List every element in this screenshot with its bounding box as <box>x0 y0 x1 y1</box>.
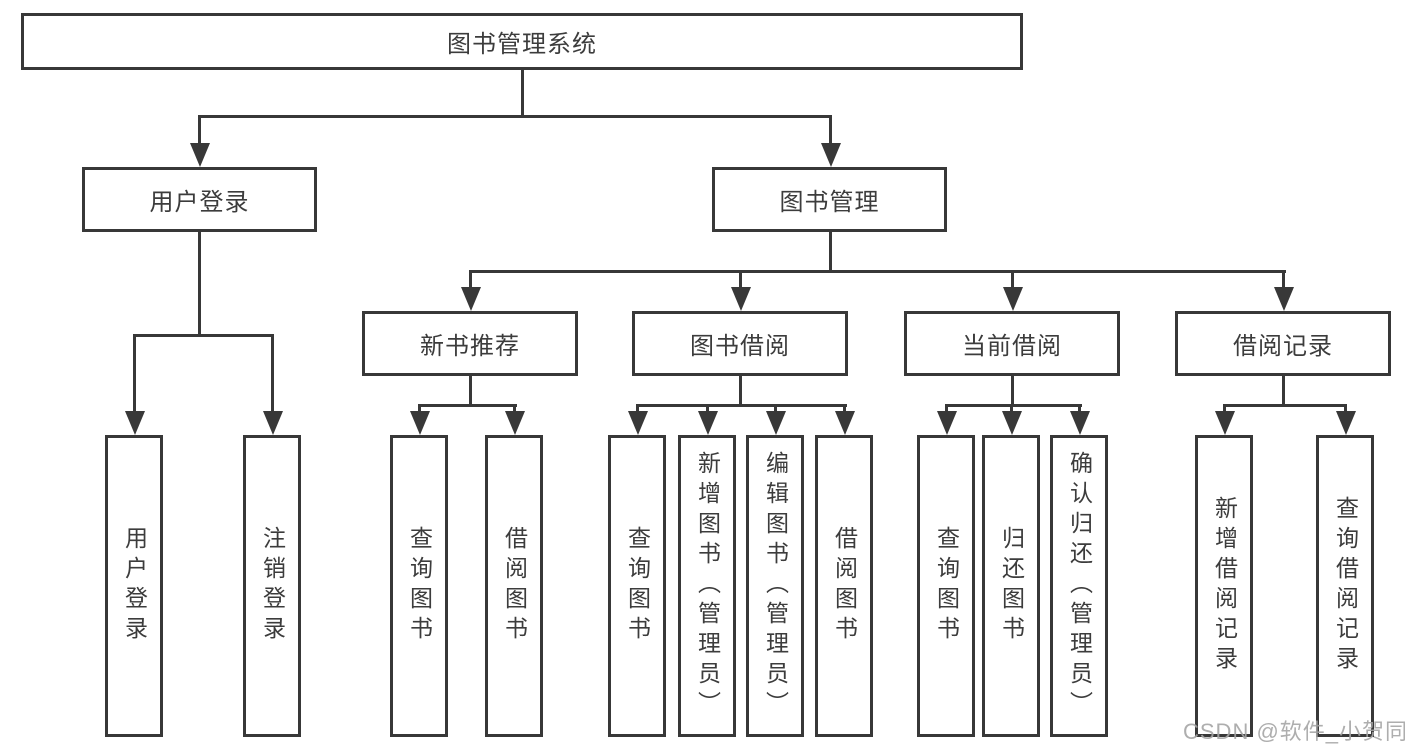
connector-level2-drop <box>739 270 742 290</box>
node-label: 图书借阅 <box>690 333 790 360</box>
node-borrowing-records: 借阅记录 <box>1175 311 1391 376</box>
arrowhead-level2 <box>1274 287 1294 311</box>
node-label: 借阅记录 <box>1233 333 1333 360</box>
connector-leaf-drop <box>1344 404 1347 415</box>
leaf-borrow-books-1: 借阅图书 <box>485 435 543 737</box>
leaf-edit-book-admin: 编辑图书（管理员） <box>746 435 804 737</box>
leaf-borrow-books-2: 借阅图书 <box>815 435 873 737</box>
arrowhead-leaf <box>1336 411 1356 435</box>
node-label: 图书管理系统 <box>447 31 597 58</box>
arrowhead-leaf <box>505 411 525 435</box>
arrowhead-leaf <box>1002 411 1022 435</box>
connector-leaf-drop <box>636 404 639 415</box>
leaf-label: 新增借阅记录 <box>1211 496 1238 676</box>
connector-book-mgmt-stem <box>829 232 832 273</box>
connector-root-rail <box>198 115 832 118</box>
connector-level2-drop <box>1282 270 1285 290</box>
node-label: 用户登录 <box>149 189 250 216</box>
node-label: 图书管理 <box>779 189 880 216</box>
leaf-label: 借阅图书 <box>831 526 858 646</box>
leaf-confirm-return-admin: 确认归还（管理员） <box>1050 435 1108 737</box>
leaf-label: 编辑图书（管理员） <box>762 451 789 721</box>
connector-borrowing-rail <box>636 404 847 407</box>
connector-leaf-drop <box>706 404 709 415</box>
node-user-login: 用户登录 <box>82 167 317 232</box>
leaf-label: 归还图书 <box>998 526 1025 646</box>
connector-leaf-drop <box>418 404 421 415</box>
leaf-return-book: 归还图书 <box>982 435 1040 737</box>
connector-records-rail <box>1223 404 1347 407</box>
connector-book-mgmt-rail <box>469 270 1286 273</box>
arrowhead-leaf <box>766 411 786 435</box>
leaf-add-book-admin: 新增图书（管理员） <box>678 435 736 737</box>
connector-leaf-drop <box>945 404 948 415</box>
leaf-label: 借阅图书 <box>501 526 528 646</box>
leaf-label: 注销登录 <box>259 526 286 646</box>
arrowhead-leaf <box>1070 411 1090 435</box>
connector-current-stem <box>1011 376 1014 407</box>
arrowhead-level2 <box>1003 287 1023 311</box>
connector-newbook-rail <box>418 404 517 407</box>
leaf-label: 查询图书 <box>624 526 651 646</box>
connector-leaf-drop <box>1010 404 1013 415</box>
leaf-label: 用户登录 <box>121 526 148 646</box>
leaf-label: 查询图书 <box>406 526 433 646</box>
connector-level2-drop <box>469 270 472 290</box>
connector-leaf-drop <box>513 404 516 415</box>
leaf-label: 确认归还（管理员） <box>1066 451 1093 721</box>
node-label: 当前借阅 <box>962 333 1062 360</box>
watermark-text: CSDN @软件_小贺同学 <box>1183 719 1405 744</box>
leaf-add-borrow-record: 新增借阅记录 <box>1195 435 1253 737</box>
arrowhead-book-mgmt <box>821 143 841 167</box>
connector-newbook-stem <box>469 376 472 407</box>
connector-root-stem <box>521 69 524 117</box>
connector-records-stem <box>1282 376 1285 407</box>
connector-user-login-rail <box>133 334 274 337</box>
connector-book-mgmt-drop <box>829 115 832 146</box>
leaf-query-books-2: 查询图书 <box>608 435 666 737</box>
connector-leaf-drop <box>1078 404 1081 415</box>
leaf-label: 查询图书 <box>933 526 960 646</box>
connector-leaf-drop <box>1223 404 1226 415</box>
connector-level2-drop <box>1011 270 1014 290</box>
connector-borrowing-stem <box>739 376 742 407</box>
arrowhead-user-login <box>190 143 210 167</box>
arrowhead-leaf <box>698 411 718 435</box>
node-book-management: 图书管理 <box>712 167 947 232</box>
leaf-query-books-3: 查询图书 <box>917 435 975 737</box>
arrowhead-level2 <box>731 287 751 311</box>
node-library-management-system: 图书管理系统 <box>21 13 1023 70</box>
leaf-logout: 注销登录 <box>243 435 301 737</box>
arrowhead-leaf <box>263 411 283 435</box>
arrowhead-leaf <box>628 411 648 435</box>
node-current-borrowing: 当前借阅 <box>904 311 1120 376</box>
leaf-user-login: 用户登录 <box>105 435 163 737</box>
connector-leaf-drop <box>271 334 274 414</box>
connector-leaf-drop <box>843 404 846 415</box>
node-new-book-recommendation: 新书推荐 <box>362 311 578 376</box>
arrowhead-leaf <box>937 411 957 435</box>
leaf-query-books-1: 查询图书 <box>390 435 448 737</box>
arrowhead-leaf <box>125 411 145 435</box>
arrowhead-level2 <box>461 287 481 311</box>
connector-user-login-stem <box>198 232 201 337</box>
leaf-label: 查询借阅记录 <box>1332 496 1359 676</box>
connector-user-login-drop <box>198 115 201 146</box>
leaf-query-borrow-record: 查询借阅记录 <box>1316 435 1374 737</box>
leaf-label: 新增图书（管理员） <box>694 451 721 721</box>
arrowhead-leaf <box>1215 411 1235 435</box>
arrowhead-leaf <box>835 411 855 435</box>
node-label: 新书推荐 <box>420 333 520 360</box>
node-book-borrowing: 图书借阅 <box>632 311 848 376</box>
arrowhead-leaf <box>410 411 430 435</box>
connector-leaf-drop <box>774 404 777 415</box>
connector-current-rail <box>945 404 1082 407</box>
connector-leaf-drop <box>133 334 136 414</box>
